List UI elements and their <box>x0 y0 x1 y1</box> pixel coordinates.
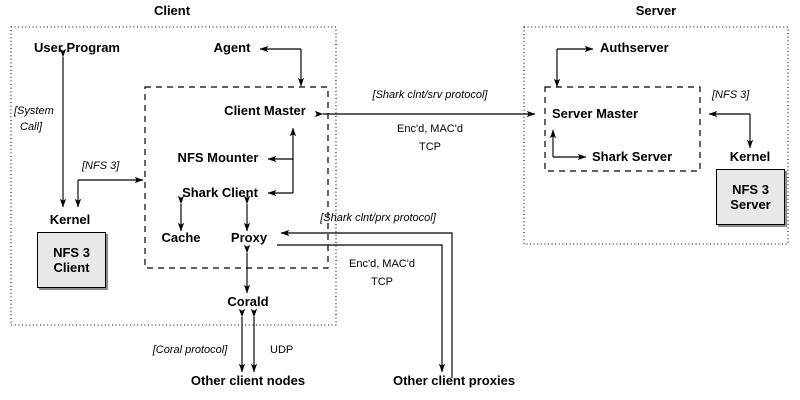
node-other-client-proxies: Other client proxies <box>392 373 516 388</box>
node-client-master: Client Master <box>224 103 306 118</box>
node-nfs-mounter: NFS Mounter <box>177 150 259 165</box>
label-system-call-line2: Call] <box>20 121 43 133</box>
client-daemon-boundary <box>144 86 329 269</box>
label-nfs3-client: [NFS 3] <box>82 160 120 172</box>
server-boundary <box>523 26 789 245</box>
label-shark-clnt-prx-tcp: TCP <box>371 276 393 288</box>
client-nfs3-line2: Client <box>53 260 90 275</box>
client-section-title: Client <box>153 3 191 18</box>
edge-otherproxies-to-proxy <box>280 229 453 378</box>
server-daemon-boundary <box>544 86 701 172</box>
node-shark-client: Shark Client <box>182 185 258 200</box>
label-coral-protocol: [Coral protocol] <box>152 344 228 356</box>
label-shark-clnt-prx-protocol: [Shark clnt/prx protocol] <box>320 212 436 224</box>
node-cache: Cache <box>161 230 201 245</box>
node-proxy: Proxy <box>230 230 268 245</box>
server-section-title: Server <box>635 3 677 18</box>
client-nfs3-line1: NFS 3 <box>53 245 90 260</box>
label-coral-udp: UDP <box>270 344 294 356</box>
label-shark-clnt-srv-protocol: [Shark clnt/srv protocol] <box>372 89 488 101</box>
node-server-master: Server Master <box>552 106 638 121</box>
server-nfs3-box: NFS 3 Server <box>716 169 785 225</box>
client-boundary <box>10 26 337 326</box>
label-shark-clnt-prx-enc: Enc'd, MAC'd <box>349 258 415 270</box>
node-corald: Corald <box>227 294 269 309</box>
node-server-kernel: Kernel <box>729 149 771 164</box>
label-nfs3-server: [NFS 3] <box>712 89 750 101</box>
node-authserver: Authserver <box>600 40 669 55</box>
node-shark-server: Shark Server <box>592 149 673 164</box>
label-shark-clnt-srv-tcp: TCP <box>419 141 441 153</box>
client-nfs3-box: NFS 3 Client <box>37 232 106 288</box>
server-nfs3-line1: NFS 3 <box>732 182 769 197</box>
node-user-program: User Program <box>34 40 120 55</box>
label-shark-clnt-srv-enc: Enc'd, MAC'd <box>397 123 463 135</box>
node-client-kernel: Kernel <box>49 212 91 227</box>
label-system-call-line1: [System <box>14 105 54 117</box>
node-agent: Agent <box>213 40 251 55</box>
node-other-client-nodes: Other client nodes <box>190 373 306 388</box>
server-nfs3-line2: Server <box>730 197 771 212</box>
edge-proxy-to-otherproxies <box>277 244 446 373</box>
